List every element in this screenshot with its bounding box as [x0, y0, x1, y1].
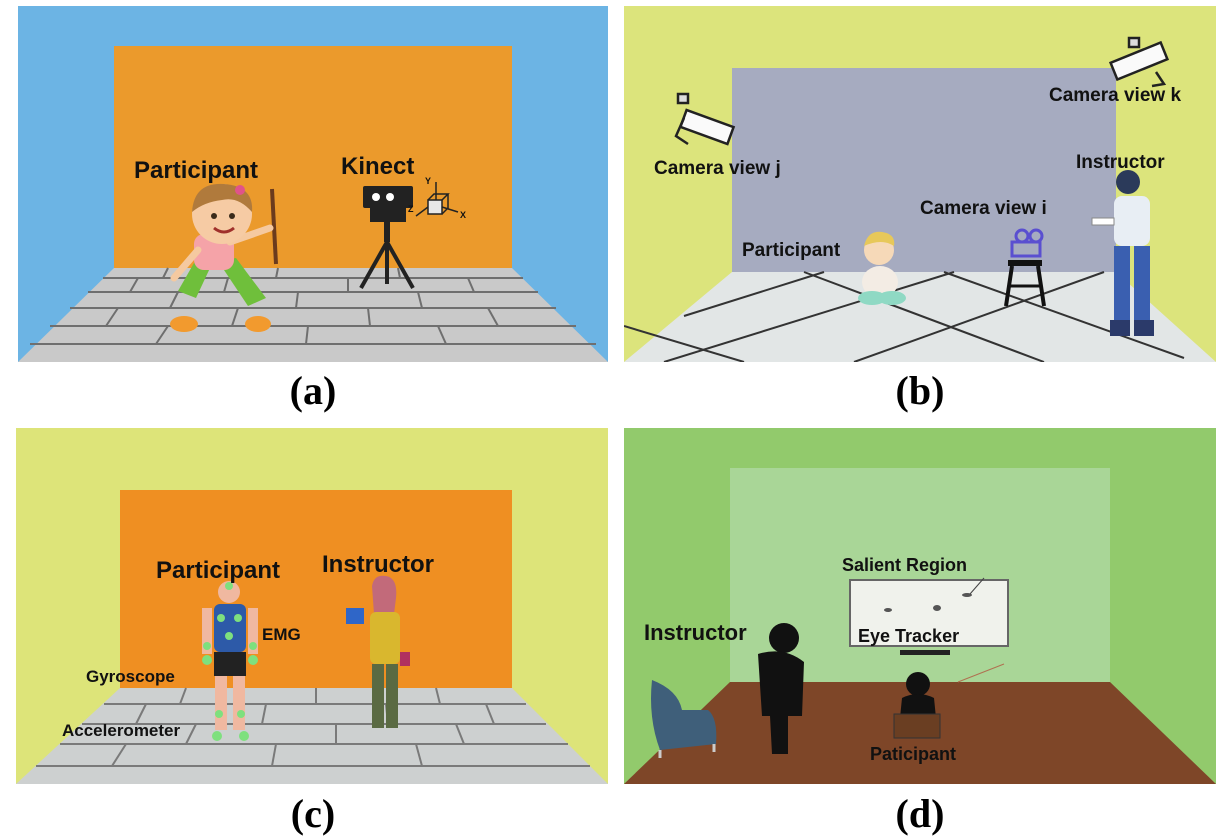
armchair-icon — [651, 680, 717, 758]
marble-floor — [624, 272, 1216, 362]
label-eye-tracker: Eye Tracker — [858, 626, 959, 646]
participant-baby-figure — [858, 231, 906, 305]
floor — [18, 268, 608, 362]
axis-marker-line — [957, 663, 1005, 683]
label-camera-view-j: Camera view j — [654, 158, 781, 179]
label-participant: Participant — [156, 557, 280, 584]
label-salient-region: Salient Region — [842, 555, 967, 575]
panel-c: Participant Instructor EMG Gyroscope Acc… — [16, 428, 608, 784]
salient-region-markers — [884, 593, 972, 612]
panel-b-scene: Camera view k Camera view j Camera view … — [624, 6, 1216, 362]
axis-cube-icon — [415, 182, 459, 217]
panel-b: Camera view k Camera view j Camera view … — [624, 6, 1216, 362]
floor-tiles — [624, 271, 1185, 362]
label-participant: Paticipant — [870, 744, 956, 764]
label-participant: Participant — [742, 240, 841, 261]
camera-i-icon — [1004, 228, 1046, 307]
caption-b: (b) — [895, 368, 945, 413]
back-wall — [114, 46, 512, 268]
stick — [270, 188, 278, 265]
back-wall — [120, 490, 512, 688]
label-camera-view-k: Camera view k — [1049, 85, 1181, 106]
label-kinect: Kinect — [341, 153, 414, 180]
label-accelerometer: Accelerometer — [62, 721, 181, 740]
caption-c: (c) — [290, 791, 336, 836]
panel-d: Salient Region Eye Tracker Instructor Pa… — [624, 428, 1216, 784]
eye-tracker-device — [900, 650, 950, 655]
stimulus-screen — [849, 579, 1009, 647]
axis-x-label: X — [460, 210, 466, 220]
label-camera-view-i: Camera view i — [920, 198, 1047, 219]
instructor-silhouette — [758, 623, 804, 754]
label-emg: EMG — [262, 625, 301, 644]
label-instructor: Instructor — [322, 551, 434, 578]
kinect-camera-icon — [359, 186, 415, 289]
sensor-markers — [202, 582, 258, 741]
axis-y-label: Y — [425, 176, 431, 186]
axis-z-label: Z — [408, 204, 414, 214]
panel-c-scene: Participant Instructor EMG Gyroscope Acc… — [16, 428, 608, 784]
panel-a-scene: Y X Z Participant Kinect — [18, 6, 608, 362]
label-participant: Participant — [134, 157, 258, 184]
camera-k-icon — [1108, 36, 1170, 88]
label-gyroscope: Gyroscope — [86, 667, 175, 686]
caption-d: (d) — [895, 791, 945, 836]
back-wall — [732, 68, 1116, 272]
label-instructor: Instructor — [1076, 152, 1165, 173]
caption-a: (a) — [289, 368, 337, 413]
instructor-figure — [346, 575, 410, 728]
instructor-figure — [1091, 170, 1154, 336]
salient-region-pointer — [969, 577, 985, 595]
panel-a: Y X Z Participant Kinect — [18, 6, 608, 362]
participant-figure-with-sensors — [202, 581, 258, 741]
panel-d-scene: Salient Region Eye Tracker Instructor Pa… — [624, 428, 1216, 784]
label-instructor: Instructor — [644, 620, 747, 645]
participant-child-figure — [170, 183, 274, 332]
camera-j-icon — [674, 92, 736, 146]
participant-silhouette — [893, 672, 941, 739]
floor-bricks — [36, 687, 590, 767]
floor — [16, 688, 608, 784]
